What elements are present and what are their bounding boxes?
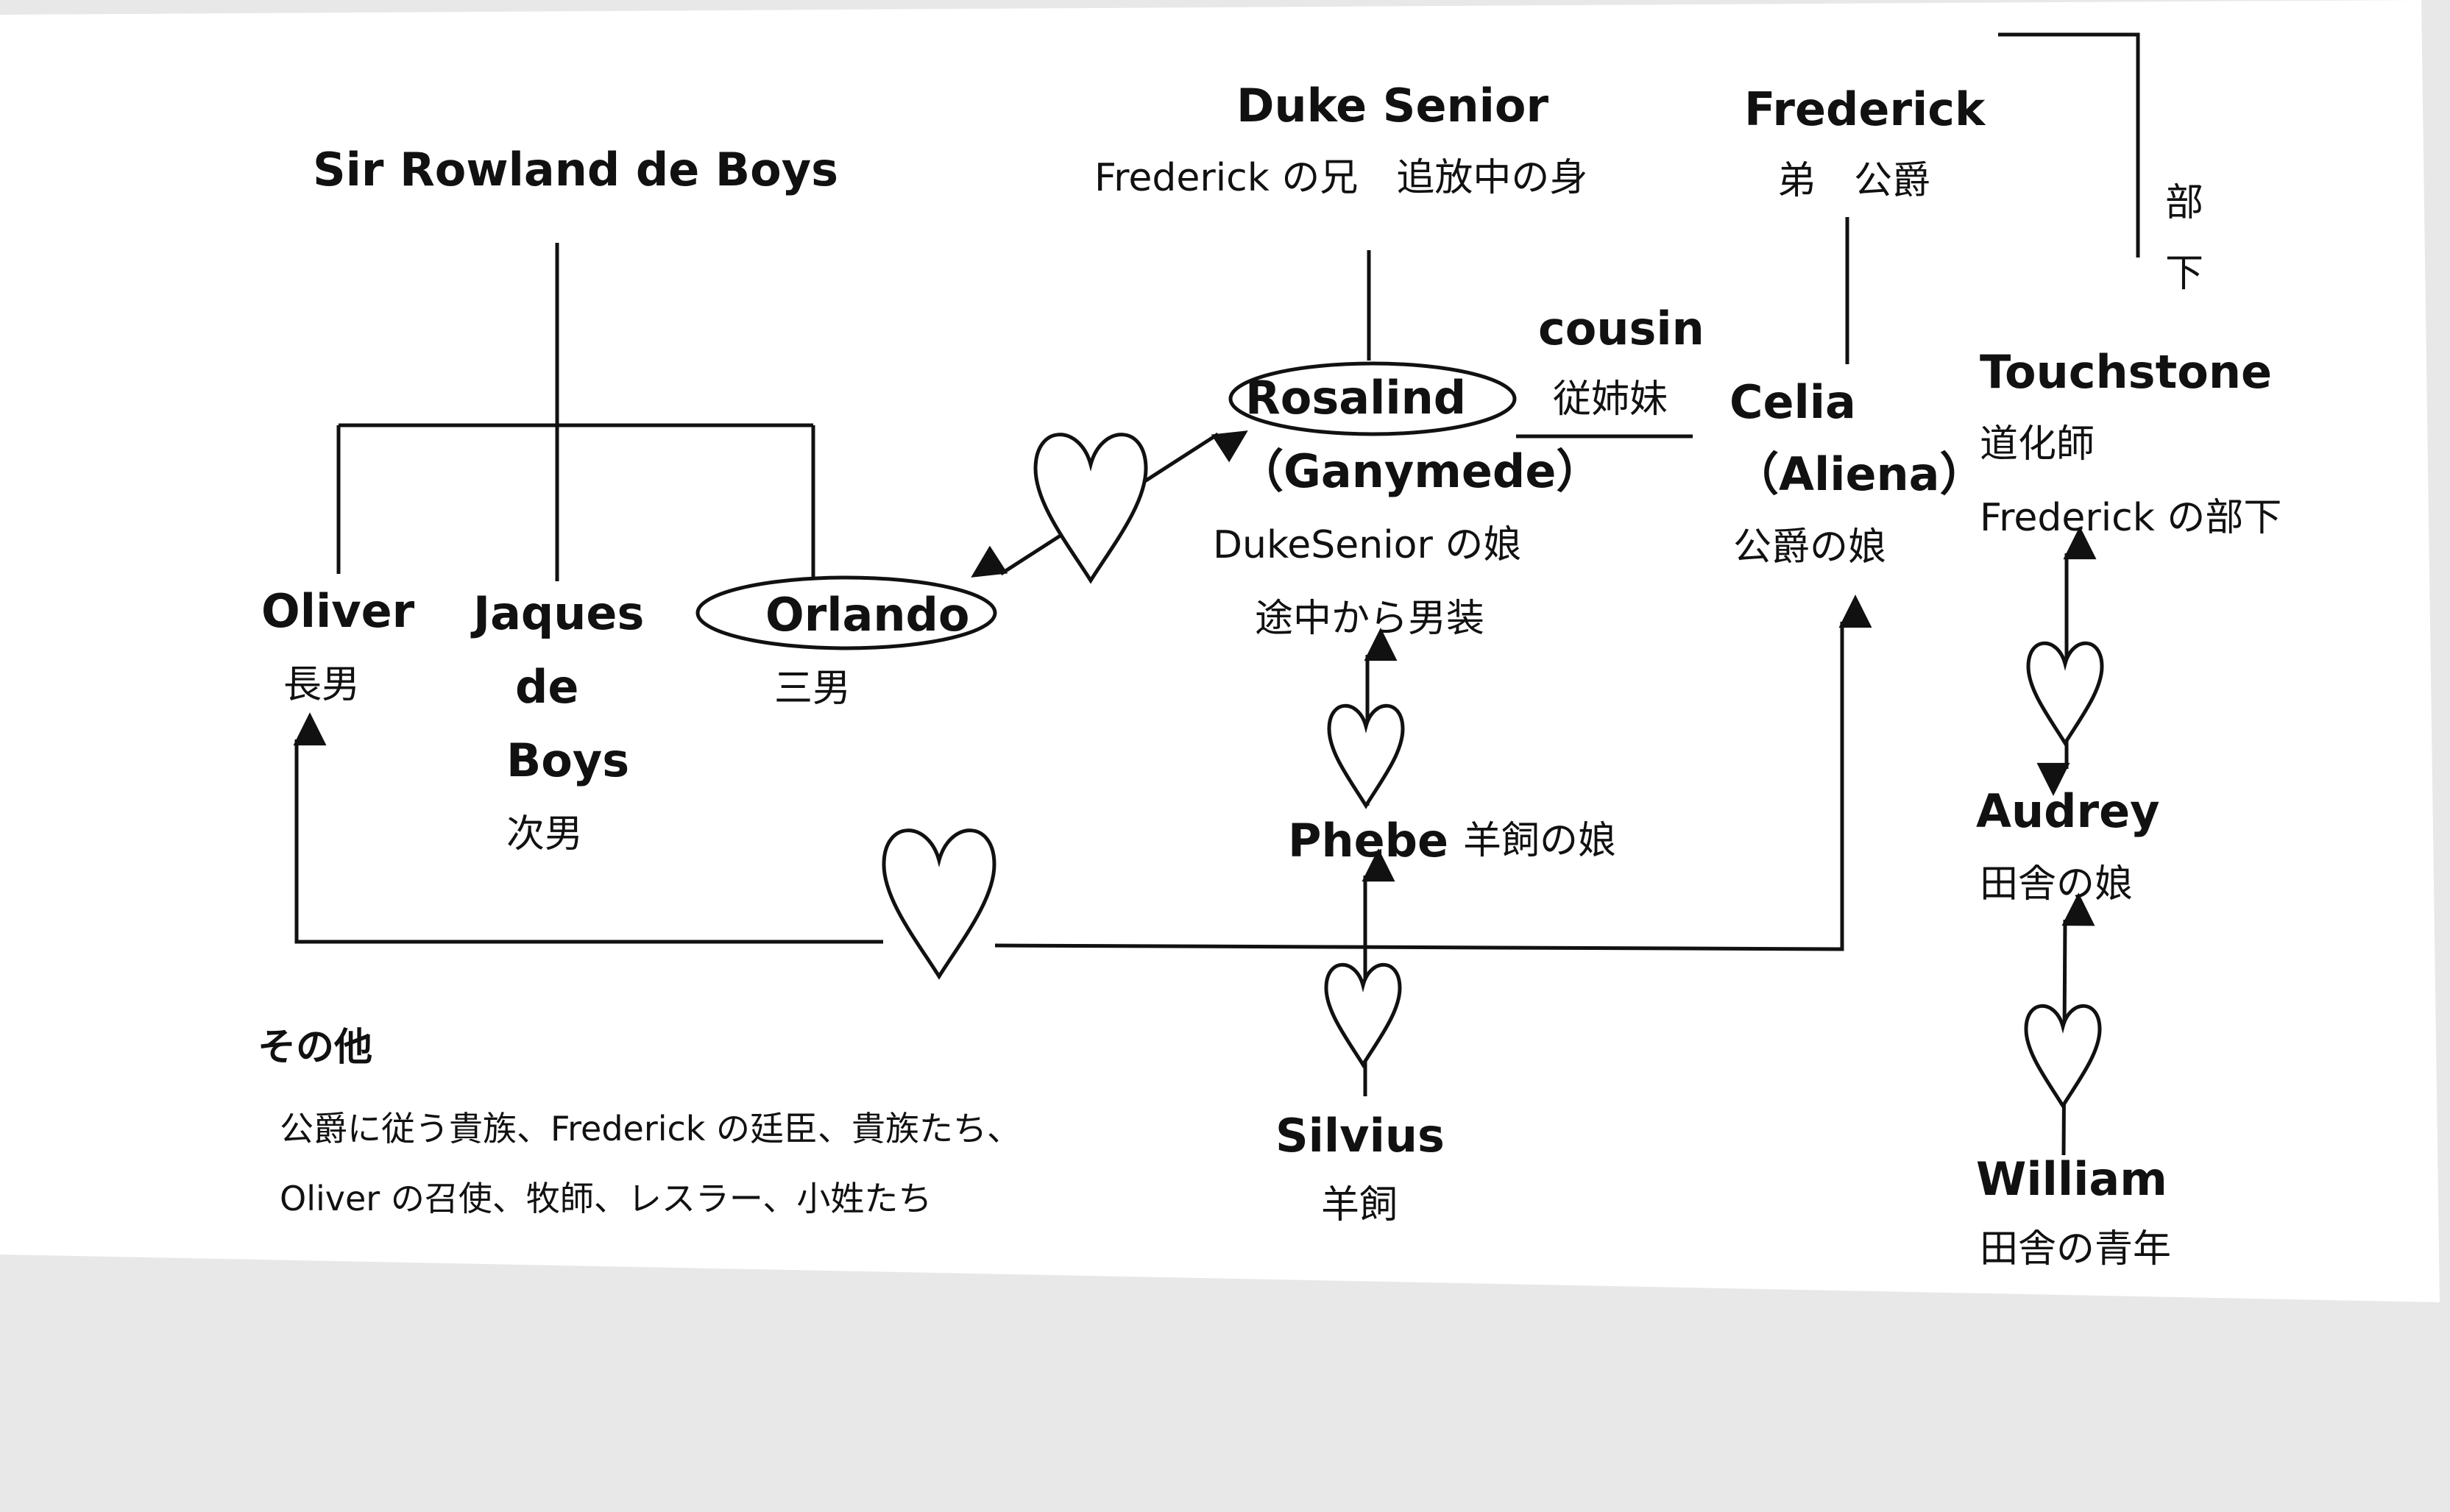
jaques-name-1: Jaques — [473, 586, 645, 640]
duke-senior-desc: Frederick の兄 追放中の身 — [1094, 156, 1588, 200]
others-line-1: 公爵に従う貴族、Frederick の廷臣、貴族たち、 — [280, 1109, 1022, 1149]
william-desc: 田舎の青年 — [1980, 1227, 2172, 1271]
oliver-celia-arrow — [293, 712, 883, 944]
cousin-desc: 従姉妹 — [1553, 377, 1668, 422]
frederick-name: Frederick — [1744, 82, 1986, 136]
jaques-name-3: Boys — [506, 734, 630, 787]
jaques-name-2: de — [515, 660, 579, 714]
heart-icon — [1326, 965, 1400, 1065]
subordinate-char-1: 部 — [2165, 181, 2204, 225]
heart-icon — [2028, 643, 2102, 743]
others-heading: その他 — [258, 1026, 373, 1070]
orlando-desc: 三男 — [774, 667, 852, 711]
heart-icon — [2026, 1006, 2100, 1106]
jaques-desc: 次男 — [506, 812, 584, 856]
phebe-name: Phebe — [1288, 814, 1449, 867]
william-name: William — [1976, 1152, 2167, 1206]
silvius-name: Silvius — [1275, 1109, 1445, 1163]
subordinate-bracket-line — [1998, 32, 2140, 258]
rosalind-desc-2: 途中から男装 — [1255, 597, 1485, 641]
silvius-desc: 羊飼 — [1321, 1183, 1398, 1227]
touchstone-desc-1: 道化師 — [1980, 422, 2095, 466]
audrey-name: Audrey — [1976, 784, 2160, 838]
rosalind-ellipse — [1228, 361, 1517, 436]
orlando-name: Orlando — [765, 588, 970, 642]
others-line-2: Oliver の召使、牧師、レスラー、小姓たち — [280, 1179, 932, 1218]
heart-icon — [1035, 435, 1146, 581]
celia-desc: 公爵の娘 — [1733, 525, 1887, 569]
subordinate-label: 部 下 — [2165, 168, 2203, 309]
phebe-desc: 羊飼の娘 — [1463, 819, 1617, 863]
orlando-ellipse — [695, 575, 997, 650]
subordinate-char-2: 下 — [2165, 252, 2204, 296]
celia-alias: （Aliena） — [1733, 447, 1986, 501]
celia-name: Celia — [1729, 375, 1856, 429]
rosalind-name: Rosalind — [1245, 371, 1467, 425]
touchstone-name: Touchstone — [1980, 345, 2273, 399]
heart-icon — [1329, 706, 1403, 806]
oliver-name: Oliver — [261, 584, 415, 638]
frederick-desc: 弟 公爵 — [1777, 159, 1931, 203]
rosalind-desc-1: DukeSenior の娘 — [1213, 523, 1522, 567]
oliver-desc: 長男 — [283, 663, 361, 707]
audrey-desc: 田舎の娘 — [1980, 862, 2134, 906]
oliver-celia-arrow-right — [994, 594, 1872, 951]
touchstone-desc-2: Frederick の部下 — [1980, 496, 2282, 540]
heart-icon — [884, 831, 994, 976]
rosalind-alias: （Ganymede） — [1238, 444, 1602, 498]
cousin-label: cousin — [1538, 302, 1704, 355]
rowland-name: Sir Rowland de Boys — [313, 143, 839, 196]
duke-senior-name: Duke Senior — [1236, 79, 1549, 132]
